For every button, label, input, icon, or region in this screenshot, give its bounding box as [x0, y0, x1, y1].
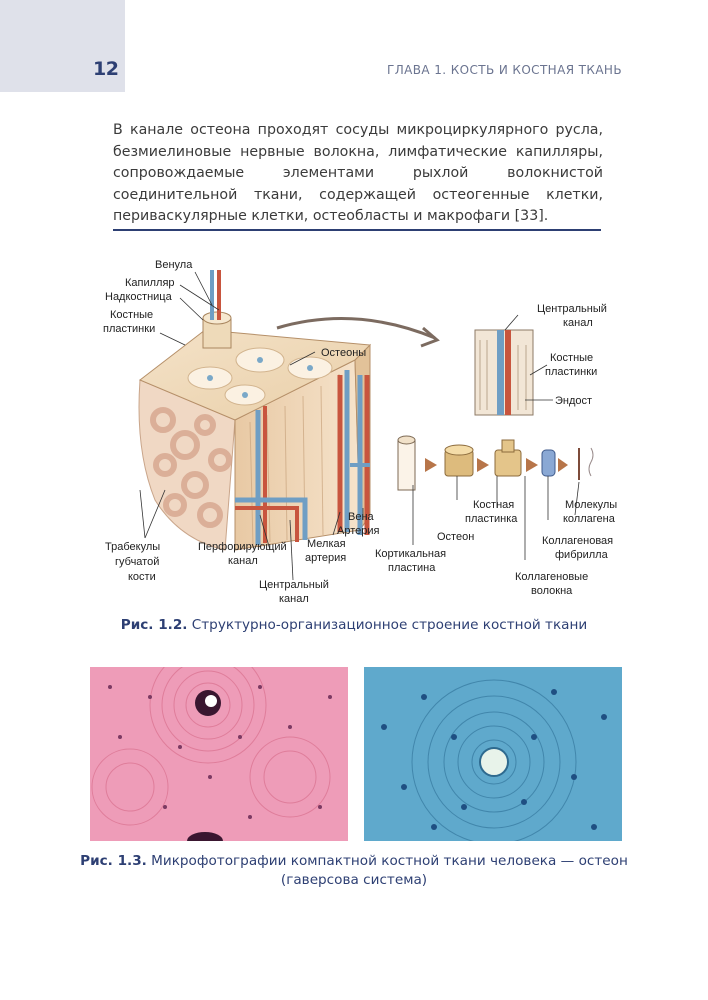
label-tsentralnyi-r1: Центральный [537, 303, 607, 315]
page-number-box [0, 0, 125, 92]
label-kortik-2: пластина [388, 562, 436, 574]
intro-paragraph: В канале остеона проходят сосуды микроци… [113, 122, 603, 225]
label-kostnaya-2: пластинка [465, 513, 518, 525]
osteon-section [474, 329, 534, 416]
label-kostnye-1: Костные [110, 309, 153, 321]
label-kostnye-r2: пластинки [545, 366, 597, 378]
figure-1-3-caption: Рис. 1.3. Микрофотографии компактной кос… [80, 852, 628, 890]
label-kostnye-2: пластинки [103, 323, 155, 335]
section-divider [113, 229, 601, 231]
micrograph-blue [364, 667, 622, 841]
label-molekuly-2: коллагена [563, 513, 616, 525]
page-number: 12 [93, 58, 119, 80]
label-kortik-1: Кортикальная [375, 548, 446, 560]
label-trabekuly-1: Трабекулы [105, 541, 160, 553]
label-kollag-fibrilla-2: фибрилла [555, 549, 609, 561]
chapter-title: ГЛАВА 1. КОСТЬ И КОСТНАЯ ТКАНЬ [387, 63, 622, 77]
label-perforir-1: Перфорирующий [198, 541, 287, 553]
label-melkaya-1: Мелкая [307, 538, 346, 550]
figure-1-3-number: Рис. 1.3. [80, 853, 147, 869]
label-tsentr-1: Центральный [259, 579, 329, 591]
figure-1-2-number: Рис. 1.2. [120, 617, 188, 633]
label-trabekuly-3: кости [128, 571, 156, 583]
label-kollag-volokna-1: Коллагеновые [515, 571, 588, 583]
blood-vessels [235, 370, 370, 545]
label-kollag-fibrilla-1: Коллагеновая [542, 535, 613, 547]
label-kapillyar: Капилляр [125, 277, 175, 289]
pointer-arrow [276, 317, 436, 340]
label-trabekuly-2: губчатой [115, 556, 159, 568]
label-vena: Вена [348, 511, 375, 523]
label-kostnye-r1: Костные [550, 352, 593, 364]
label-osteony: Остеоны [321, 347, 366, 359]
bone-structure-diagram: Венула Капилляр Надкостница Костные плас… [85, 250, 625, 610]
micrograph-pink [90, 667, 348, 841]
label-nadkostnitsa: Надкостница [105, 291, 173, 303]
label-kostnaya-1: Костная [473, 499, 514, 511]
hierarchy-row [397, 435, 594, 491]
leader-lines [139, 271, 580, 581]
figure-1-2-text: Структурно-организационное строение кост… [187, 617, 588, 633]
label-melkaya-2: артерия [305, 552, 346, 564]
figure-1-2-caption: Рис. 1.2. Структурно-организационное стр… [0, 617, 708, 633]
label-venula: Венула [155, 259, 193, 271]
label-arteriya: Артерия [337, 525, 380, 537]
label-endost: Эндост [555, 395, 592, 407]
label-tsentr-2: канал [279, 593, 309, 605]
label-tsentralnyi-r2: канал [563, 317, 593, 329]
label-kollag-volokna-2: волокна [531, 585, 573, 597]
label-osteon: Остеон [437, 531, 474, 543]
label-perforir-2: канал [228, 555, 258, 567]
arrow-head [420, 326, 440, 348]
figure-1-3-text: Микрофотографии компактной костной ткани… [146, 853, 628, 888]
label-molekuly-1: Молекулы [565, 499, 617, 511]
